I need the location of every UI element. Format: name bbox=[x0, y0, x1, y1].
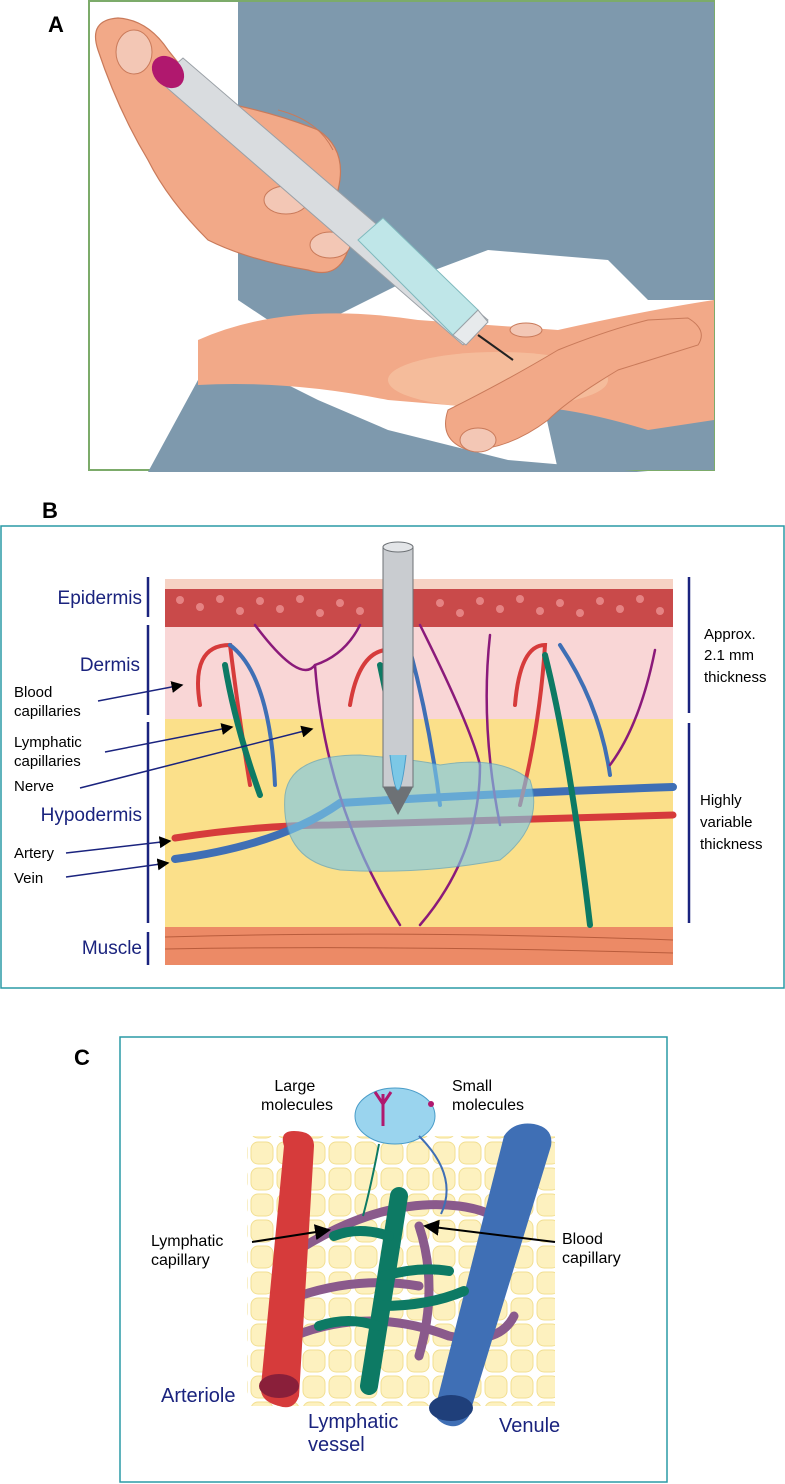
label-lymphatic-capillary: Lymphatic capillary bbox=[151, 1233, 228, 1269]
arrow-vein bbox=[65, 858, 170, 878]
arrow-lymphatic-capillaries bbox=[104, 723, 234, 753]
label-hypodermis: Hypodermis bbox=[41, 805, 142, 826]
muscle-layer bbox=[165, 927, 673, 965]
thickness-hypodermis: Highly variable thickness bbox=[700, 792, 763, 853]
small-molecule-icon bbox=[428, 1101, 434, 1107]
venule-vessel bbox=[434, 1123, 552, 1427]
drug-depot bbox=[284, 754, 535, 872]
arrow-blood-capillaries bbox=[97, 681, 184, 702]
epidermis-layer bbox=[165, 587, 673, 627]
callout-vein: Vein bbox=[14, 870, 43, 887]
arrow-lymphatic-capillary bbox=[251, 1224, 331, 1243]
label-small-molecules: Small molecules bbox=[452, 1078, 524, 1114]
callout-artery: Artery bbox=[14, 845, 55, 862]
lymphatic-network bbox=[314, 1187, 469, 1395]
thickness-dermis-epidermis: Approx. 2.1 mm thickness bbox=[704, 626, 767, 686]
label-arteriole: Arteriole bbox=[161, 1385, 235, 1407]
label-epidermis: Epidermis bbox=[58, 588, 142, 609]
panel-c-letter: C bbox=[74, 1045, 90, 1070]
arrow-nerve bbox=[79, 725, 314, 789]
left-thumbnail bbox=[459, 427, 497, 453]
pen-injector bbox=[151, 55, 514, 361]
arteriole-vessel bbox=[260, 1131, 314, 1408]
arteriole-opening bbox=[259, 1374, 299, 1398]
panel-b-letter: B bbox=[42, 498, 58, 523]
label-dermis: Dermis bbox=[80, 655, 140, 676]
arrow-blood-capillary bbox=[423, 1219, 556, 1243]
needle-shaft bbox=[382, 546, 414, 788]
panel-a-letter: A bbox=[48, 12, 64, 37]
panel-b-skin-diagram: Epidermis Dermis Hypodermis Muscle Blood… bbox=[0, 525, 785, 989]
molecules-depot bbox=[354, 1087, 436, 1145]
needle bbox=[477, 334, 514, 361]
pen-button bbox=[151, 55, 185, 89]
label-large-molecules: Large molecules bbox=[261, 1078, 333, 1114]
label-muscle: Muscle bbox=[82, 938, 142, 959]
callout-nerve: Nerve bbox=[14, 778, 54, 795]
venule-opening bbox=[429, 1395, 473, 1421]
label-venule: Venule bbox=[499, 1415, 560, 1437]
lymphatic-capillary-1 bbox=[222, 662, 263, 798]
right-thumbnail bbox=[115, 29, 153, 75]
dermis-layer bbox=[165, 627, 673, 719]
panel-c-absorption-diagram: Large molecules Small molecules Lymphati… bbox=[119, 1036, 668, 1483]
label-blood-capillary: Blood capillary bbox=[562, 1231, 621, 1267]
panel-a-illustration bbox=[88, 0, 715, 472]
antibody-icon bbox=[373, 1091, 393, 1126]
callout-lymphatic-capillaries: Lymphatic capillaries bbox=[14, 734, 86, 770]
label-lymphatic-vessel: Lymphatic vessel bbox=[308, 1411, 404, 1456]
arrow-artery bbox=[65, 836, 172, 854]
trousers bbox=[148, 370, 648, 472]
callout-blood-capillaries: Blood capillaries bbox=[14, 684, 81, 720]
